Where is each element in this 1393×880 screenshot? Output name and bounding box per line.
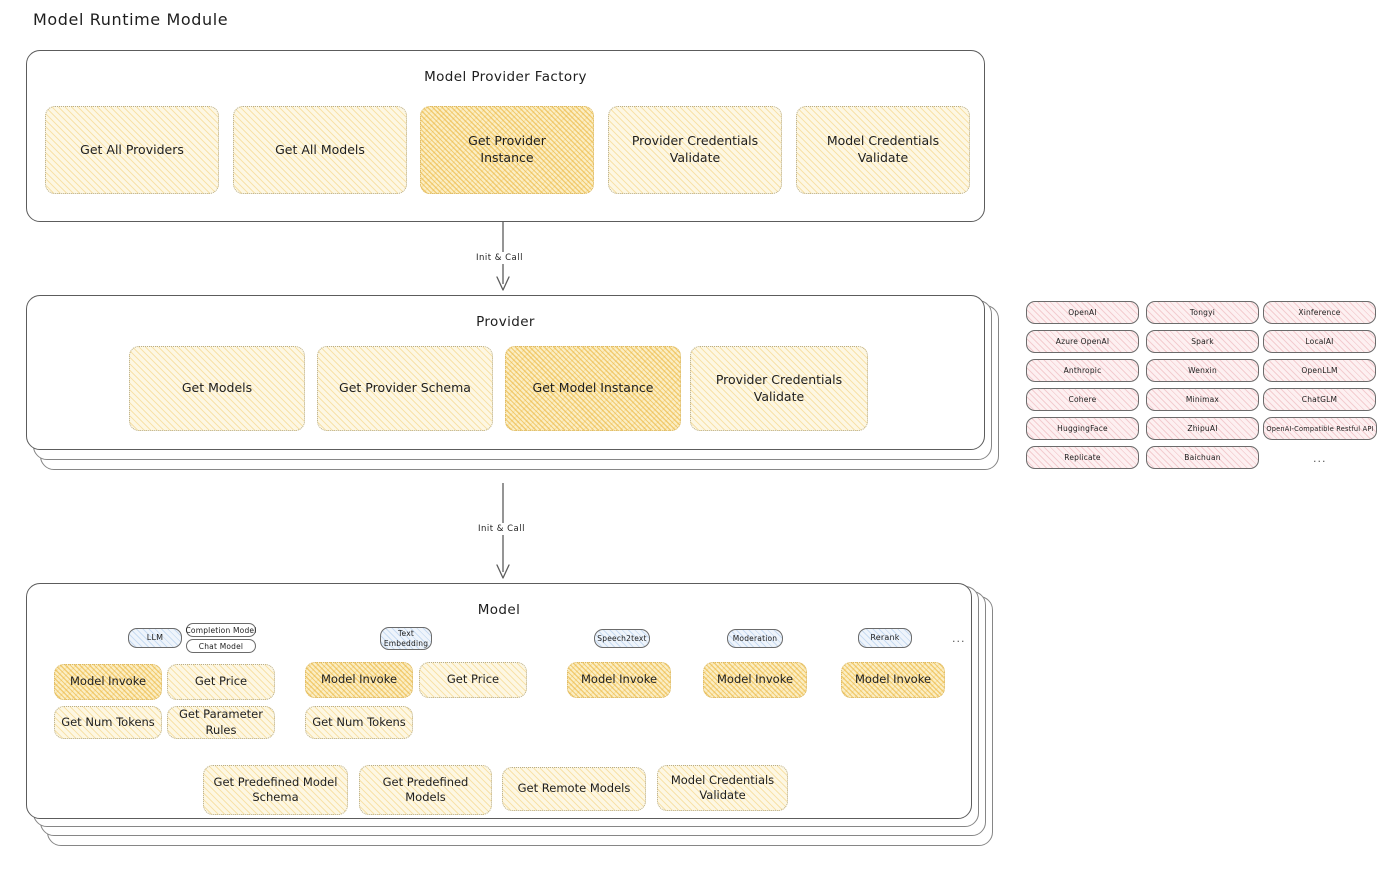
model-type-badge-llm[interactable]: LLM	[128, 628, 182, 648]
model-box-speech2text-model-invoke[interactable]: Model Invoke	[567, 662, 671, 698]
provider-chip-openai-compatible-restful-api[interactable]: OpenAI-Compatible Restful API	[1263, 417, 1377, 440]
provider-chip-baichuan[interactable]: Baichuan	[1146, 446, 1259, 469]
connector-label-init-call-2: Init & Call	[474, 523, 529, 535]
page-title: Model Runtime Module	[33, 10, 229, 29]
provider-box-get-provider-schema[interactable]: Get Provider Schema	[317, 346, 493, 431]
factory-box-get-all-providers[interactable]: Get All Providers	[45, 106, 219, 194]
factory-box-get-all-models[interactable]: Get All Models	[233, 106, 407, 194]
provider-list-ellipsis: ...	[1313, 452, 1327, 465]
model-box-llm-get-num-tokens[interactable]: Get Num Tokens	[54, 706, 162, 739]
model-sub-badge-chat-model[interactable]: Chat Model	[186, 639, 256, 653]
model-card: Model	[26, 583, 972, 819]
provider-chip-anthropic[interactable]: Anthropic	[1026, 359, 1139, 382]
provider-chip-chatglm[interactable]: ChatGLM	[1263, 388, 1376, 411]
model-box-text-embedding-get-num-tokens[interactable]: Get Num Tokens	[305, 706, 413, 739]
model-common-box-get-remote-models[interactable]: Get Remote Models	[502, 767, 646, 811]
provider-chip-localai[interactable]: LocalAI	[1263, 330, 1376, 353]
provider-chip-openllm[interactable]: OpenLLM	[1263, 359, 1376, 382]
provider-chip-replicate[interactable]: Replicate	[1026, 446, 1139, 469]
provider-chip-spark[interactable]: Spark	[1146, 330, 1259, 353]
provider-chip-tongyi[interactable]: Tongyi	[1146, 301, 1259, 324]
model-type-badge-moderation[interactable]: Moderation	[727, 629, 783, 648]
provider-box-get-model-instance[interactable]: Get Model Instance	[505, 346, 681, 431]
model-provider-factory-title: Model Provider Factory	[424, 69, 587, 85]
model-type-badge-speech2text[interactable]: Speech2text	[594, 629, 650, 648]
model-box-text-embedding-get-price[interactable]: Get Price	[419, 662, 527, 698]
model-box-llm-model-invoke[interactable]: Model Invoke	[54, 664, 162, 700]
model-box-moderation-model-invoke[interactable]: Model Invoke	[703, 662, 807, 698]
model-box-text-embedding-model-invoke[interactable]: Model Invoke	[305, 662, 413, 698]
provider-chip-zhipuai[interactable]: ZhipuAI	[1146, 417, 1259, 440]
provider-box-get-models[interactable]: Get Models	[129, 346, 305, 431]
model-type-badge-rerank[interactable]: Rerank	[858, 628, 912, 648]
provider-chip-wenxin[interactable]: Wenxin	[1146, 359, 1259, 382]
model-groups-ellipsis: ...	[952, 632, 966, 645]
model-title: Model	[477, 602, 521, 618]
provider-chip-azure-openai[interactable]: Azure OpenAI	[1026, 330, 1139, 353]
provider-title: Provider	[476, 314, 535, 330]
provider-chip-minimax[interactable]: Minimax	[1146, 388, 1259, 411]
provider-chip-huggingface[interactable]: HuggingFace	[1026, 417, 1139, 440]
model-box-rerank-model-invoke[interactable]: Model Invoke	[841, 662, 945, 698]
model-box-llm-get-price[interactable]: Get Price	[167, 664, 275, 700]
provider-chip-openai[interactable]: OpenAI	[1026, 301, 1139, 324]
provider-chip-xinference[interactable]: Xinference	[1263, 301, 1376, 324]
model-sub-badge-completion-model[interactable]: Completion Model	[185, 623, 256, 637]
connector-label-init-call-1: Init & Call	[472, 252, 527, 264]
provider-chip-cohere[interactable]: Cohere	[1026, 388, 1139, 411]
